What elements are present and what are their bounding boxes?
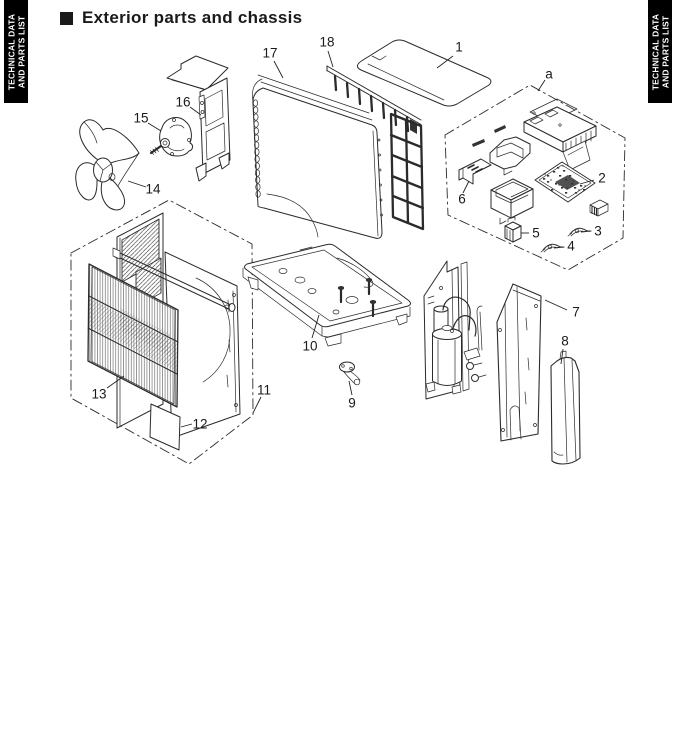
part-label-13: 13 [91, 387, 106, 402]
part-13-fan-guard-grille [87, 263, 179, 408]
leader-18 [327, 50, 334, 68]
compressor-assembly [423, 260, 487, 400]
bracket-part [489, 136, 531, 176]
part-label-15: 15 [133, 111, 148, 126]
control-box-part [490, 178, 534, 225]
leader-10 [311, 314, 320, 339]
part-18-rear-grille [326, 65, 425, 231]
part-7-side-panel [496, 283, 542, 442]
section-header: Exterior parts and chassis [60, 8, 302, 28]
part-8-corner-cover [550, 350, 581, 465]
part-17-condenser-coil [252, 74, 383, 239]
leader-15 [147, 122, 162, 132]
part-label-8: 8 [561, 334, 569, 349]
part-1-top-panel [357, 39, 492, 107]
mounting-bolts [337, 278, 377, 318]
part-label-9: 9 [348, 396, 356, 411]
part-5-relay-box [504, 216, 522, 243]
leader-12 [180, 423, 193, 428]
leader-11 [252, 396, 262, 414]
side-tab-right: TECHNICAL DATA AND PARTS LIST [648, 0, 672, 103]
part-label-11: 11 [257, 383, 271, 398]
part-14-propeller-fan [75, 119, 140, 211]
part-label-2: 2 [598, 171, 606, 186]
leader-17 [273, 60, 284, 79]
leader-lines [106, 50, 595, 428]
leader-9 [348, 380, 353, 396]
part-16-motor-bracket [166, 55, 231, 182]
part-4-wire-clip [540, 243, 565, 253]
leader-1 [436, 55, 454, 69]
heatsink-part [589, 199, 609, 217]
part-label-6: 6 [458, 192, 466, 207]
callout-labels: 1 2 3 4 5 6 7 8 9 10 11 12 13 14 15 16 1… [91, 35, 605, 432]
part-a-electrical-group [458, 98, 609, 253]
leader-3 [580, 230, 591, 233]
part-9-drain-fitting [339, 361, 361, 386]
part-label-16: 16 [175, 95, 190, 110]
part-10-base-pan [242, 243, 411, 347]
part-label-17: 17 [262, 46, 277, 61]
part-label-a: a [545, 67, 553, 82]
part-3-wire-clip [567, 227, 592, 237]
part-label-14: 14 [145, 182, 161, 197]
part-label-18: 18 [319, 35, 334, 50]
part-label-12: 12 [192, 417, 207, 432]
page-title: Exterior parts and chassis [82, 8, 303, 27]
leader-14 [127, 180, 147, 188]
leader-4 [553, 246, 564, 249]
leader-2 [579, 179, 595, 185]
part-label-3: 3 [594, 224, 602, 239]
part-12-nameplate [149, 403, 181, 451]
leader-a [537, 79, 546, 92]
section-bullet-icon [60, 11, 73, 25]
part-6-terminal-block [458, 158, 492, 185]
part-2-pcb [534, 161, 596, 203]
leader-8 [560, 348, 564, 365]
leader-16 [189, 106, 202, 116]
leader-13 [106, 375, 125, 389]
part-label-5: 5 [532, 226, 540, 241]
part-15-fan-motor [149, 116, 193, 157]
part-label-7: 7 [572, 305, 580, 320]
group-box-11 [70, 199, 254, 465]
group-box-a [444, 84, 626, 271]
leader-7 [544, 299, 568, 311]
leader-6 [462, 180, 470, 194]
part-label-10: 10 [302, 339, 317, 354]
part-label-1: 1 [455, 40, 463, 55]
side-tab-left: TECHNICAL DATA AND PARTS LIST [4, 0, 28, 103]
part-label-4: 4 [567, 239, 575, 254]
